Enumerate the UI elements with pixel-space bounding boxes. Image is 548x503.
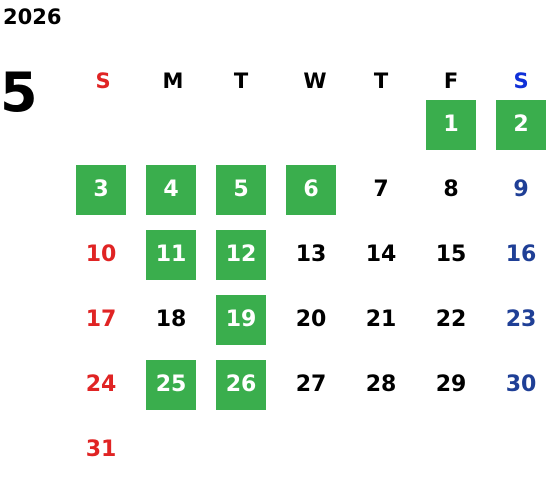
- day-cell[interactable]: 26: [216, 360, 266, 410]
- day-cell[interactable]: 6: [286, 165, 336, 215]
- weekday-friday: F: [443, 69, 459, 93]
- day-cell[interactable]: 11: [146, 230, 196, 280]
- day-cell[interactable]: 8: [443, 177, 459, 202]
- day-cell[interactable]: 21: [365, 307, 397, 332]
- day-cell[interactable]: 4: [146, 165, 196, 215]
- weekday-thursday: T: [373, 69, 389, 93]
- day-cell[interactable]: 7: [373, 177, 389, 202]
- day-cell[interactable]: 27: [295, 372, 327, 397]
- day-cell[interactable]: 28: [365, 372, 397, 397]
- calendar-week-row: 17 18 19 20 21 22 23: [68, 295, 548, 360]
- day-cell[interactable]: 5: [216, 165, 266, 215]
- weekday-header-row: S M T W T F S: [68, 62, 548, 100]
- weekday-monday: M: [162, 69, 184, 93]
- day-cell[interactable]: 16: [505, 242, 537, 267]
- day-cell[interactable]: 17: [85, 307, 117, 332]
- day-cell[interactable]: 31: [85, 437, 117, 462]
- calendar-week-row: 31: [68, 425, 548, 490]
- day-cell[interactable]: 24: [85, 372, 117, 397]
- day-cell[interactable]: 3: [76, 165, 126, 215]
- year-label: 2026: [3, 5, 62, 29]
- day-cell[interactable]: 22: [435, 307, 467, 332]
- day-cell[interactable]: 12: [216, 230, 266, 280]
- day-cell[interactable]: 20: [295, 307, 327, 332]
- calendar-week-row: 24 25 26 27 28 29 30: [68, 360, 548, 425]
- weekday-sunday: S: [95, 69, 111, 93]
- day-cell[interactable]: 29: [435, 372, 467, 397]
- day-cell[interactable]: 19: [216, 295, 266, 345]
- day-cell[interactable]: 23: [505, 307, 537, 332]
- weekday-saturday: S: [513, 69, 529, 93]
- day-cell[interactable]: 30: [505, 372, 537, 397]
- weekday-wednesday: W: [303, 69, 327, 93]
- day-cell[interactable]: 9: [513, 177, 529, 202]
- day-cell[interactable]: 2: [496, 100, 546, 150]
- day-cell[interactable]: 15: [435, 242, 467, 267]
- weekday-tuesday: T: [233, 69, 249, 93]
- day-cell[interactable]: 18: [155, 307, 187, 332]
- day-cell[interactable]: 14: [365, 242, 397, 267]
- day-cell[interactable]: 13: [295, 242, 327, 267]
- day-cell[interactable]: 10: [85, 242, 117, 267]
- day-cell[interactable]: 25: [146, 360, 196, 410]
- month-number: 5: [0, 61, 38, 124]
- calendar-week-row: 10 11 12 13 14 15 16: [68, 230, 548, 295]
- day-cell[interactable]: 1: [426, 100, 476, 150]
